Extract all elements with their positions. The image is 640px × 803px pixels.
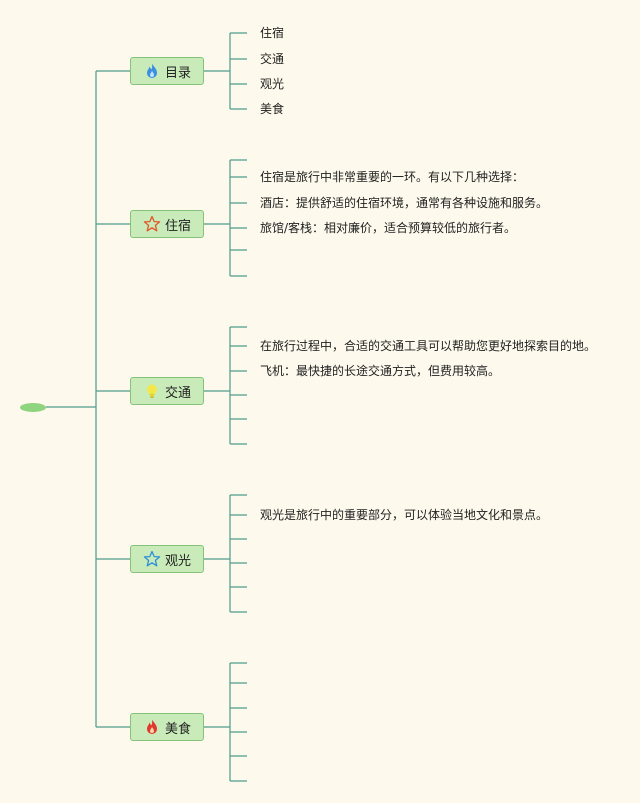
empty-leaf[interactable] [260, 488, 261, 502]
leaf-text[interactable]: 观光 [260, 77, 285, 91]
empty-leaf[interactable] [260, 269, 261, 283]
topic-node[interactable]: 美食 [130, 713, 204, 741]
leaf-text[interactable]: 旅馆/客栈：相对廉价，适合预算较低的旅行者。 [260, 221, 517, 235]
leaf-text[interactable]: 住宿是旅行中非常重要的一环。有以下几种选择： [260, 170, 525, 184]
empty-leaf[interactable] [260, 243, 261, 257]
topic-label: 目录 [164, 65, 191, 81]
empty-leaf[interactable] [260, 437, 261, 451]
empty-leaf[interactable] [260, 774, 261, 788]
topic-node[interactable]: 目录 [130, 57, 204, 85]
empty-leaf[interactable] [260, 532, 261, 546]
lightbulb-icon [143, 382, 161, 400]
leaf-text[interactable]: 在旅行过程中，合适的交通工具可以帮助您更好地探索目的地。 [260, 339, 597, 353]
empty-leaf[interactable] [260, 656, 261, 670]
topic-label: 美食 [164, 721, 191, 737]
topic-label: 住宿 [164, 218, 191, 234]
leaf-text[interactable]: 美食 [260, 102, 285, 116]
empty-leaf[interactable] [260, 749, 261, 763]
star-outline-blue-icon [143, 550, 161, 568]
leaf-text[interactable]: 交通 [260, 52, 285, 66]
empty-leaf[interactable] [260, 580, 261, 594]
leaf-text[interactable]: 酒店：提供舒适的住宿环境，通常有各种设施和服务。 [260, 196, 549, 210]
empty-leaf[interactable] [260, 320, 261, 334]
empty-leaf[interactable] [260, 676, 261, 690]
topic-label: 交通 [164, 385, 191, 401]
topic-node[interactable]: 交通 [130, 377, 204, 405]
empty-leaf[interactable] [260, 412, 261, 426]
topic-node[interactable]: 住宿 [130, 210, 204, 238]
empty-leaf[interactable] [260, 725, 261, 739]
topic-node[interactable]: 观光 [130, 545, 204, 573]
empty-leaf[interactable] [260, 701, 261, 715]
leaf-text[interactable]: 住宿 [260, 26, 285, 40]
root-node[interactable] [20, 403, 46, 412]
empty-leaf[interactable] [260, 153, 261, 167]
empty-leaf[interactable] [260, 556, 261, 570]
star-outline-orange-icon [143, 215, 161, 233]
leaf-text[interactable]: 飞机：最快捷的长途交通方式，但费用较高。 [260, 364, 501, 378]
leaf-text[interactable]: 观光是旅行中的重要部分，可以体验当地文化和景点。 [260, 508, 549, 522]
topic-label: 观光 [164, 553, 191, 569]
empty-leaf[interactable] [260, 605, 261, 619]
empty-leaf[interactable] [260, 388, 261, 402]
flame-blue-icon [143, 62, 161, 80]
flame-red-icon [143, 718, 161, 736]
